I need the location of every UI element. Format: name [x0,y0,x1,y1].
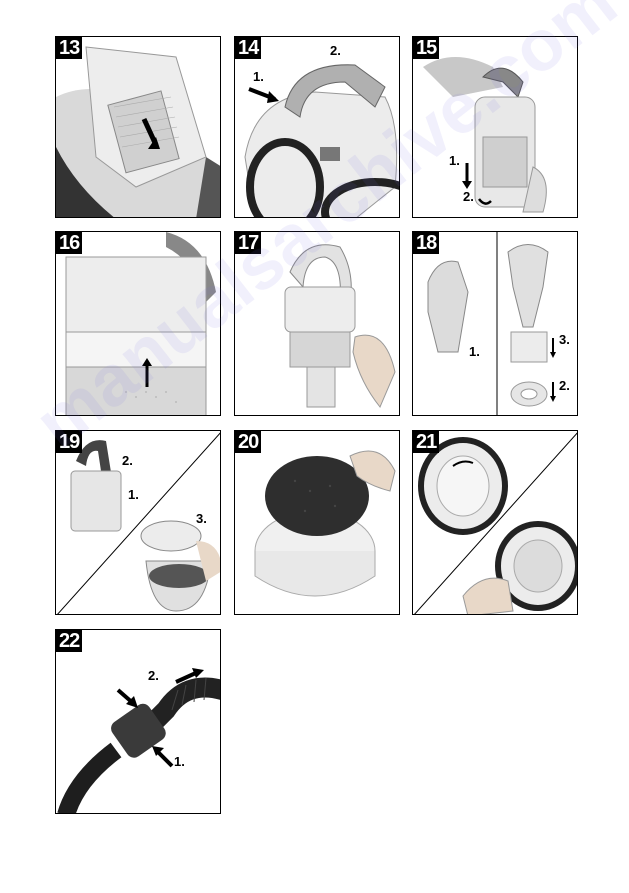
filter-removal-illustration [284,244,396,408]
panel-number: 13 [56,37,83,59]
step-label: 2. [559,378,570,393]
step-label: 2. [330,43,341,58]
container-opening-illustration [57,432,220,614]
step-label: 1. [449,153,460,168]
panel-number: 18 [413,232,440,254]
panel-16: 16 [55,231,221,416]
panel-22: 22 2. 1. [55,629,221,814]
panel-18: 18 1. 3. 2. [412,231,578,416]
handle-release-illustration [244,64,399,217]
panel-number: 21 [413,431,440,453]
step-label: 1. [469,344,480,359]
step-label: 1. [174,754,185,769]
panel-number: 19 [56,431,83,453]
step-label: 1. [128,487,139,502]
step-label: 1. [253,69,264,84]
panel-number: 16 [56,232,83,254]
panel-number: 22 [56,630,83,652]
panel-20: 20 [234,430,400,615]
panel-number: 14 [235,37,262,59]
panel-17: 17 [234,231,400,416]
panel-21: 21 [412,430,578,615]
container-removal-illustration [423,57,547,213]
foam-filter-illustration [254,450,396,597]
step-label: 3. [196,511,207,526]
panel-number: 17 [235,232,262,254]
panel-15: 15 1. 2. [412,36,578,218]
dust-container-illustration [56,46,220,217]
panel-13: 13 [55,36,221,218]
panel-number: 15 [413,37,440,59]
step-label: 2. [122,453,133,468]
step-label: 2. [463,189,474,204]
filter-disassembly-illustration [427,232,556,415]
container-insert-illustration [65,232,216,415]
panel-number: 20 [235,431,262,453]
step-label: 2. [148,668,159,683]
hose-release-illustration [57,668,220,813]
panel-14: 14 2. 1. [234,36,400,218]
step-label: 3. [559,332,570,347]
wheel-filter-illustration [414,432,577,614]
panel-19: 19 2. 1. 3. [55,430,221,615]
